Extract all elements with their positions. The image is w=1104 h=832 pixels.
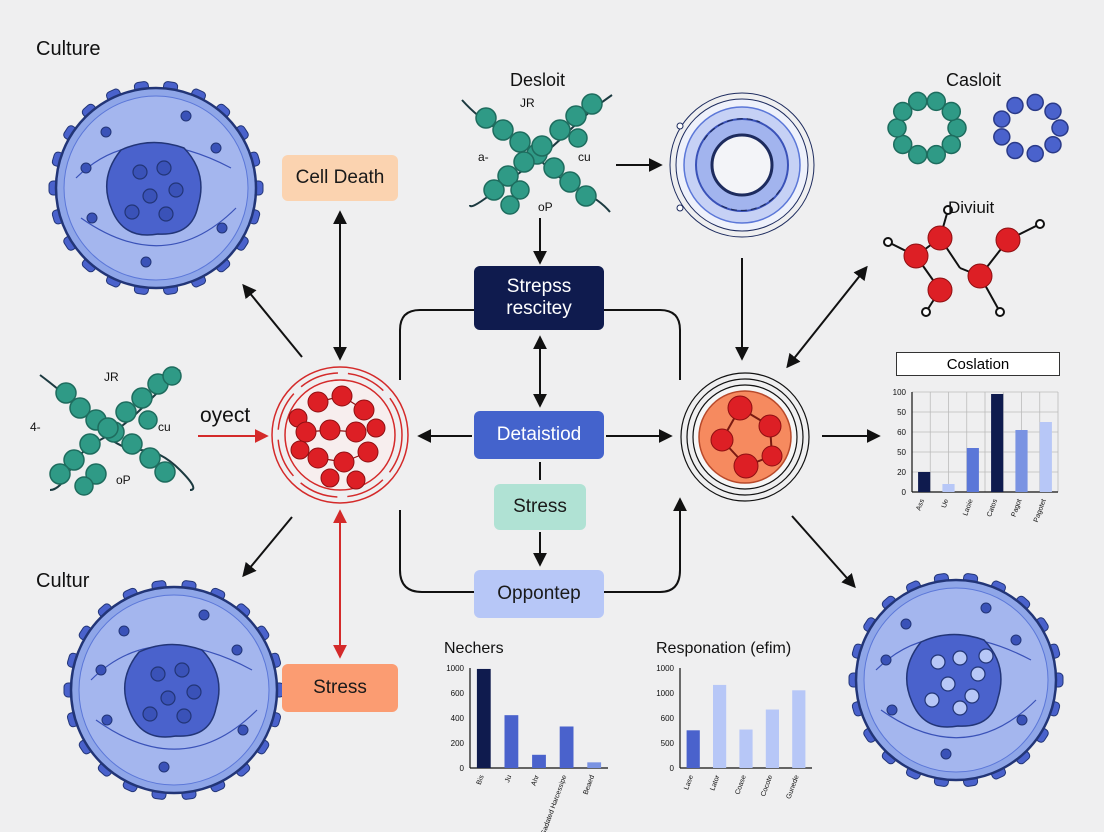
mol-left-cu: cu [158,420,171,434]
label-diviuit: Diviuit [948,198,995,217]
chart-bar [713,684,727,768]
orange-atom-cluster-right [680,372,810,502]
chart-bar [792,690,806,768]
chart-xtick-label: Catos [986,498,999,518]
chart-xtick-label: Gadated Harcessipe [540,774,568,832]
blue-ring-structure [669,92,815,238]
box-stress-rescitey-line2: rescitey [506,298,572,319]
cell-top-left [48,81,264,295]
chart-bar [504,715,519,768]
chart-bar [918,472,931,492]
chart-ytick-label: 0 [670,764,675,773]
mol-top-a: a- [478,150,489,164]
chart-bar [1015,430,1028,492]
chart-ytick-label: 1000 [446,664,464,673]
label-culture-top: Culture [36,38,101,60]
chart-xtick-label: Lase [683,774,695,791]
mol-left-a: 4- [30,420,41,434]
chart-title-responation: Responation (efim) [656,640,792,657]
mol-top-cu: cu [578,150,591,164]
label-culture-bottom: Cultur [36,570,90,592]
chart-ytick-label: 600 [451,689,465,698]
chart-xtick-label: Lator [709,774,721,792]
arrows [242,158,881,589]
chart-bar [991,394,1004,492]
chart-bar [532,754,546,768]
cell-bottom-left [63,580,285,800]
chart-bar [587,762,602,768]
chart-xtick-label: Gunede [786,774,801,800]
chart-grid [911,391,1059,493]
blue-ring-molecule [993,93,1069,163]
label-desloit: Desloit [510,70,566,90]
chart-xtick-label: Ue [941,498,951,509]
cell-bottom-right [848,573,1064,787]
chart-ytick-label: 600 [661,714,675,723]
chart-ytick-label: 50 [897,408,906,417]
chart-ytick-label: 1000 [656,664,674,673]
box-stress-mid: Stress [494,484,586,530]
chart-ytick-label: 60 [897,428,906,437]
box-cell-death: Cell Death [282,155,398,201]
chart-xtick-label: Pagotet [1033,498,1048,523]
box-stress-rescitey: Strepss rescitey [474,266,604,330]
chart-xtick-label: Beaed [583,774,597,796]
chart-xtick-label: Laoie [962,498,974,517]
chart-title-coslation: Coslation [896,352,1060,376]
box-detaistiod: Detaistiod [474,411,604,459]
chart-bar [942,484,955,492]
chart-bar [966,448,979,492]
mol-left-op: oP [116,473,131,487]
mol-left-jr: JR [104,370,119,384]
mol-top-op: oP [538,200,553,214]
chart-xtick-label: Cocote [760,774,774,797]
box-stress-rescitey-line1: Strepss [506,276,572,297]
chart-xtick-label: Ju [504,774,513,783]
chart-bar [476,668,491,768]
label-oyect: oyect [200,404,251,427]
chart-bar [765,709,779,768]
green-ring-molecule [887,91,967,165]
chart-ytick-label: 500 [661,739,675,748]
green-molecule-top-beads [475,93,603,215]
chart-ytick-label: 200 [451,739,465,748]
chart-title-nechers: Nechers [444,640,504,657]
red-arrows [198,429,347,659]
chart-ytick-label: 20 [897,468,906,477]
chart-xtick-label: Ahr [531,774,542,787]
mol-top-jr: JR [520,96,535,110]
chart-bar [686,730,700,768]
chart-xtick-label: Ass [915,498,926,512]
green-molecule-left-beads [49,366,182,496]
chart-xtick-label: Coase [734,774,748,796]
chart-bar [559,726,574,768]
box-stress-bottom: Stress [282,664,398,712]
label-casloit: Casloit [946,70,1002,90]
chart-bar [1039,422,1052,492]
chart-ytick-label: 50 [897,448,906,457]
chart-ytick-label: 100 [893,388,907,397]
red-molecule-diviuit [883,205,1045,317]
connector-lines [399,309,687,593]
chart-ytick-label: 400 [451,714,465,723]
chart-xtick-label: Pagot [1011,498,1024,518]
chart-ytick-label: 1000 [656,689,674,698]
red-atom-cluster-left [271,366,409,504]
chart-ytick-label: 0 [902,488,907,497]
chart-bar [739,729,753,768]
box-oppontep: Oppontep [474,570,604,618]
chart-xtick-label: Bis [476,774,486,786]
chart-ytick-label: 0 [460,764,465,773]
